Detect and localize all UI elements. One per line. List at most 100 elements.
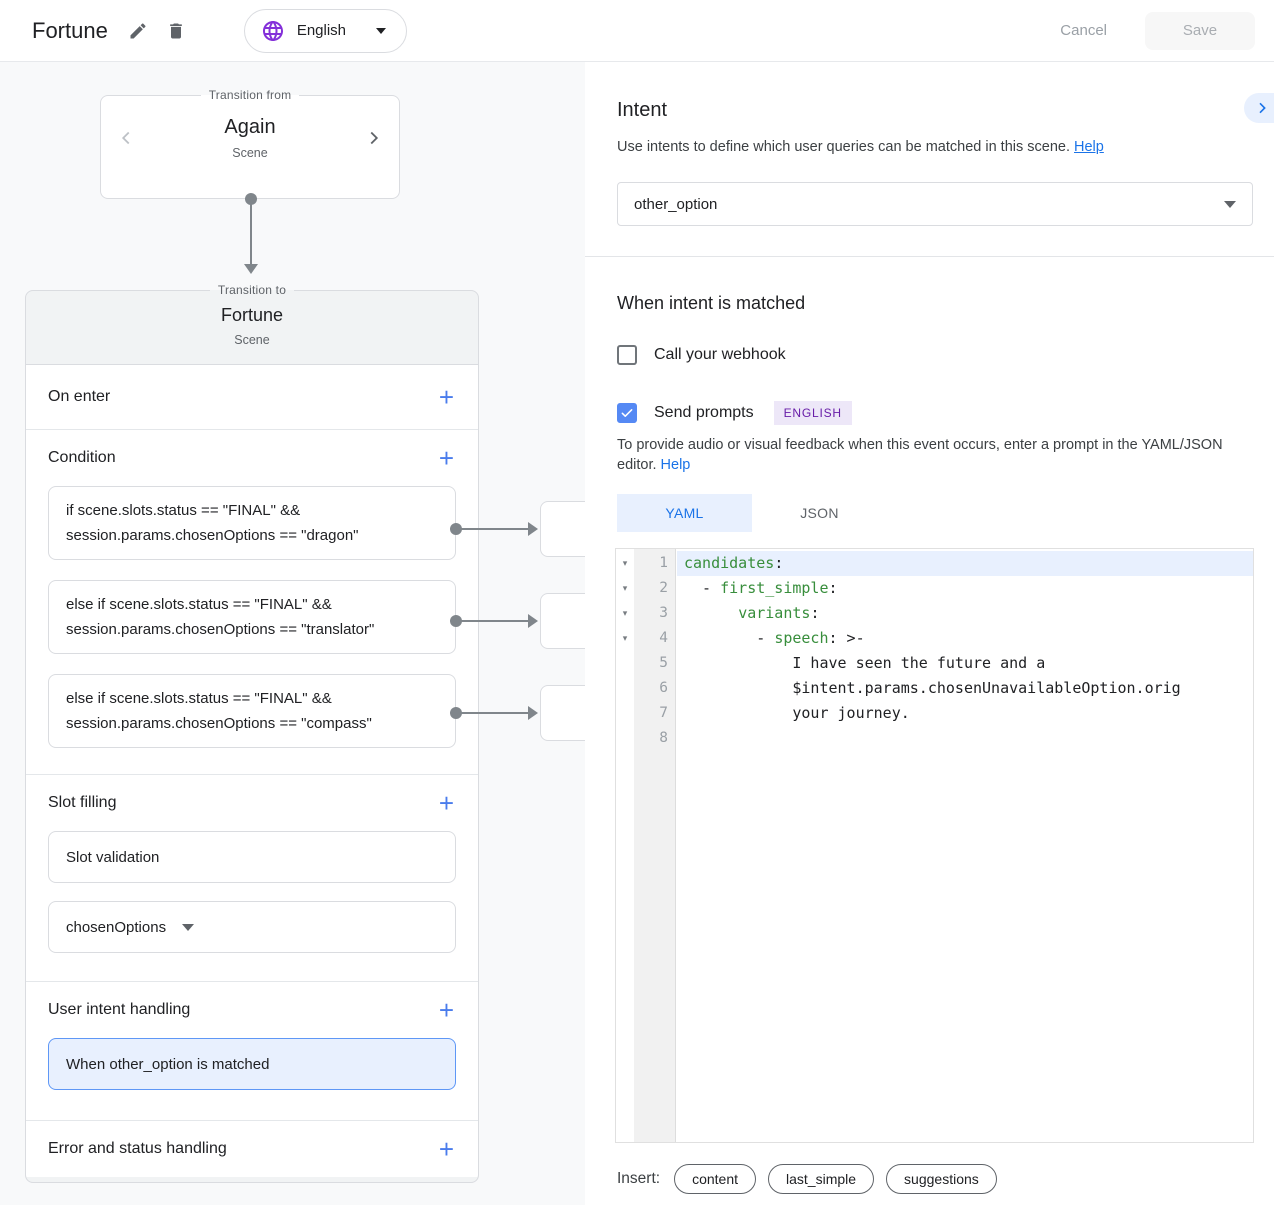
- line-number: 6: [634, 676, 677, 701]
- section-divider: [585, 256, 1274, 257]
- rename-scene-button[interactable]: [122, 15, 154, 47]
- intent-select[interactable]: other_option: [617, 182, 1253, 226]
- user-intent-label: User intent handling: [48, 1001, 190, 1019]
- line-number: 2: [634, 576, 677, 601]
- next-scene-button[interactable]: [359, 123, 389, 153]
- slot-chosen-options-item[interactable]: chosenOptions: [48, 901, 456, 953]
- condition-connector: [450, 685, 585, 741]
- on-enter-label: On enter: [48, 388, 110, 406]
- delete-scene-button[interactable]: [160, 15, 192, 47]
- insert-chip[interactable]: suggestions: [886, 1164, 997, 1194]
- intent-panel-title: Intent: [617, 99, 667, 122]
- check-icon: [620, 406, 634, 420]
- fold-arrow-icon[interactable]: ▾: [616, 601, 634, 626]
- insert-toolbar: Insert: content last_simple suggestions: [617, 1164, 1009, 1194]
- line-number: 4: [634, 626, 677, 651]
- yaml-key: first_simple: [720, 579, 828, 597]
- line-number: 8: [634, 726, 677, 751]
- prev-scene-button[interactable]: [111, 123, 141, 153]
- intent-matched-title: When intent is matched: [617, 293, 805, 314]
- yaml-key: candidates: [684, 554, 774, 572]
- intent-select-value: other_option: [634, 196, 717, 213]
- trash-icon: [166, 21, 186, 41]
- code-line: ▾ 2 - first_simple:: [616, 576, 1253, 601]
- add-user-intent-button[interactable]: +: [437, 1000, 456, 1020]
- chevron-down-icon: [376, 28, 386, 34]
- intent-help-link[interactable]: Help: [1074, 139, 1104, 155]
- chevron-right-icon: [363, 127, 385, 149]
- section-condition: Condition + if scene.slots.status == "FI…: [26, 429, 478, 748]
- language-selector[interactable]: English: [244, 9, 407, 53]
- section-error-handling: Error and status handling +: [26, 1120, 478, 1177]
- prompt-help-link[interactable]: Help: [661, 457, 691, 473]
- webhook-label: Call your webhook: [654, 346, 786, 364]
- yaml-key: variants: [738, 604, 810, 622]
- from-scene-name: Again: [141, 116, 359, 139]
- code-line: ▾ 4 - speech: >-: [616, 626, 1253, 651]
- line-number: 5: [634, 651, 677, 676]
- code-line: ▾ 5 I have seen the future and a: [616, 651, 1253, 676]
- condition-connector: [450, 501, 585, 557]
- arrow-line: [250, 203, 252, 264]
- condition-item[interactable]: else if scene.slots.status == "FINAL" &&…: [48, 580, 456, 654]
- section-on-enter: On enter +: [26, 365, 478, 429]
- transition-to-legend: Transition to: [210, 283, 294, 297]
- fold-arrow-icon[interactable]: ▾: [616, 626, 634, 651]
- insert-label: Insert:: [617, 1170, 660, 1188]
- intent-handler-item-selected[interactable]: When other_option is matched: [48, 1038, 456, 1090]
- save-button[interactable]: Save: [1145, 12, 1255, 50]
- condition-target-node[interactable]: [540, 685, 585, 741]
- insert-chip-list: content last_simple suggestions: [674, 1164, 1009, 1194]
- add-slot-button[interactable]: +: [437, 793, 456, 813]
- fold-arrow-icon[interactable]: ▾: [616, 576, 634, 601]
- chevron-right-icon: [1254, 100, 1270, 116]
- to-scene-type: Scene: [26, 333, 478, 347]
- language-badge: ENGLISH: [774, 401, 852, 425]
- code-line: ▾ 8: [616, 726, 1253, 751]
- code-line: ▾ 6 $intent.params.chosenUnavailableOpti…: [616, 676, 1253, 701]
- code-line: ▾ 1 candidates:: [616, 551, 1253, 576]
- condition-item[interactable]: if scene.slots.status == "FINAL" && sess…: [48, 486, 456, 560]
- section-user-intent: User intent handling + When other_option…: [26, 981, 478, 1090]
- arrow-head: [244, 264, 258, 274]
- transition-from-card: Transition from Again Scene: [100, 88, 400, 199]
- tab-yaml[interactable]: YAML: [617, 494, 752, 532]
- condition-connector: [450, 593, 585, 649]
- add-condition-button[interactable]: +: [437, 448, 456, 468]
- condition-target-node[interactable]: [540, 593, 585, 649]
- globe-icon: [261, 19, 285, 43]
- arrow-head: [528, 614, 538, 628]
- code-lines: ▾ 1 candidates: ▾ 2 - first_simple: ▾ 3: [616, 551, 1253, 751]
- line-number: 1: [634, 551, 677, 576]
- section-slot-filling: Slot filling + Slot validation chosenOpt…: [26, 774, 478, 953]
- collapse-panel-button[interactable]: [1244, 93, 1274, 123]
- insert-chip[interactable]: content: [674, 1164, 756, 1194]
- top-bar: Fortune English Cancel Save: [0, 0, 1274, 62]
- transition-to-card: Transition to Fortune Scene On enter + C…: [25, 283, 479, 1183]
- send-prompts-checkbox[interactable]: [617, 403, 637, 423]
- language-label: English: [297, 22, 346, 39]
- add-on-enter-button[interactable]: +: [437, 387, 456, 407]
- prompt-hint: To provide audio or visual feedback when…: [617, 435, 1249, 475]
- line-number: 7: [634, 701, 677, 726]
- error-handling-label: Error and status handling: [48, 1140, 227, 1158]
- webhook-checkbox[interactable]: [617, 345, 637, 365]
- edit-icon: [128, 21, 148, 41]
- condition-target-node[interactable]: [540, 501, 585, 557]
- tab-json[interactable]: JSON: [752, 494, 887, 532]
- insert-chip[interactable]: last_simple: [768, 1164, 874, 1194]
- condition-item[interactable]: else if scene.slots.status == "FINAL" &&…: [48, 674, 456, 748]
- from-scene-type: Scene: [141, 146, 359, 160]
- code-line: ▾ 3 variants:: [616, 601, 1253, 626]
- cancel-button[interactable]: Cancel: [1060, 22, 1107, 39]
- code-line: ▾ 7 your journey.: [616, 701, 1253, 726]
- yaml-code-editor[interactable]: ▾ 1 candidates: ▾ 2 - first_simple: ▾ 3: [615, 548, 1254, 1143]
- arrow-head: [528, 706, 538, 720]
- condition-list: if scene.slots.status == "FINAL" && sess…: [48, 486, 456, 748]
- send-prompts-row: Send prompts ENGLISH: [617, 401, 852, 425]
- add-error-handler-button[interactable]: +: [437, 1139, 456, 1159]
- to-scene-name: Fortune: [26, 305, 478, 326]
- fold-arrow-icon[interactable]: ▾: [616, 551, 634, 576]
- slot-validation-item[interactable]: Slot validation: [48, 831, 456, 883]
